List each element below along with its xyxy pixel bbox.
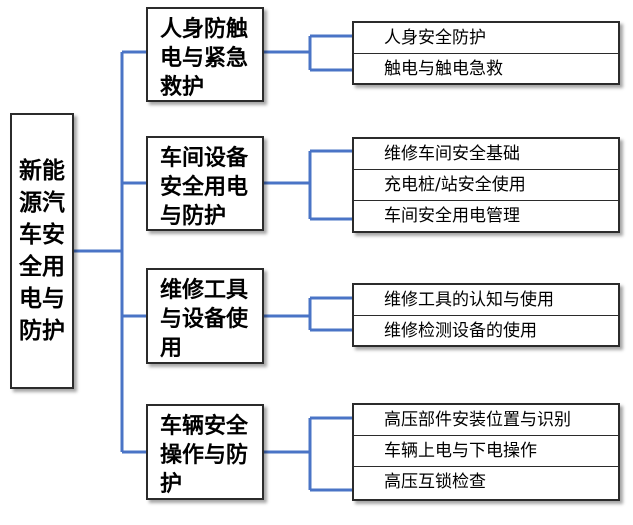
category-label: 车间设备安全用电与防护 xyxy=(160,146,249,229)
category-node-1: 人身防触电与紧急救护 xyxy=(146,7,264,102)
category-label: 人身防触电与紧急救护 xyxy=(160,17,249,100)
leaf-group-4: 高压部件安装位置与识别 车辆上电与下电操作 高压互锁检查 xyxy=(352,403,620,501)
leaf-item: 高压部件安装位置与识别 xyxy=(354,405,618,436)
category-label: 车辆安全操作与防护 xyxy=(160,414,249,497)
category-label: 维修工具与设备使用 xyxy=(160,278,249,361)
category-node-3: 维修工具与设备使用 xyxy=(146,268,264,364)
leaf-item: 维修工具的认知与使用 xyxy=(354,285,618,316)
leaf-group-1: 人身安全防护 触电与触电急救 xyxy=(352,21,620,85)
leaf-item: 维修车间安全基础 xyxy=(354,139,618,170)
leaf-item: 高压互锁检查 xyxy=(384,472,486,492)
root-node: 新能源汽车安全用电与防护 xyxy=(10,113,74,389)
leaf-item: 触电与触电急救 xyxy=(384,59,503,79)
leaf-group-3: 维修工具的认知与使用 维修检测设备的使用 xyxy=(352,283,620,347)
leaf-item: 人身安全防护 xyxy=(354,23,618,54)
leaf-item: 车辆上电与下电操作 xyxy=(354,436,618,467)
category-node-2: 车间设备安全用电与防护 xyxy=(146,136,264,231)
root-label: 新能源汽车安全用电与防护 xyxy=(19,158,65,344)
leaf-item: 车间安全用电管理 xyxy=(384,206,520,226)
leaf-group-2: 维修车间安全基础 充电桩/站安全使用 车间安全用电管理 xyxy=(352,137,620,233)
category-node-4: 车辆安全操作与防护 xyxy=(146,404,264,500)
leaf-item: 维修检测设备的使用 xyxy=(384,321,537,341)
leaf-item: 充电桩/站安全使用 xyxy=(354,170,618,201)
